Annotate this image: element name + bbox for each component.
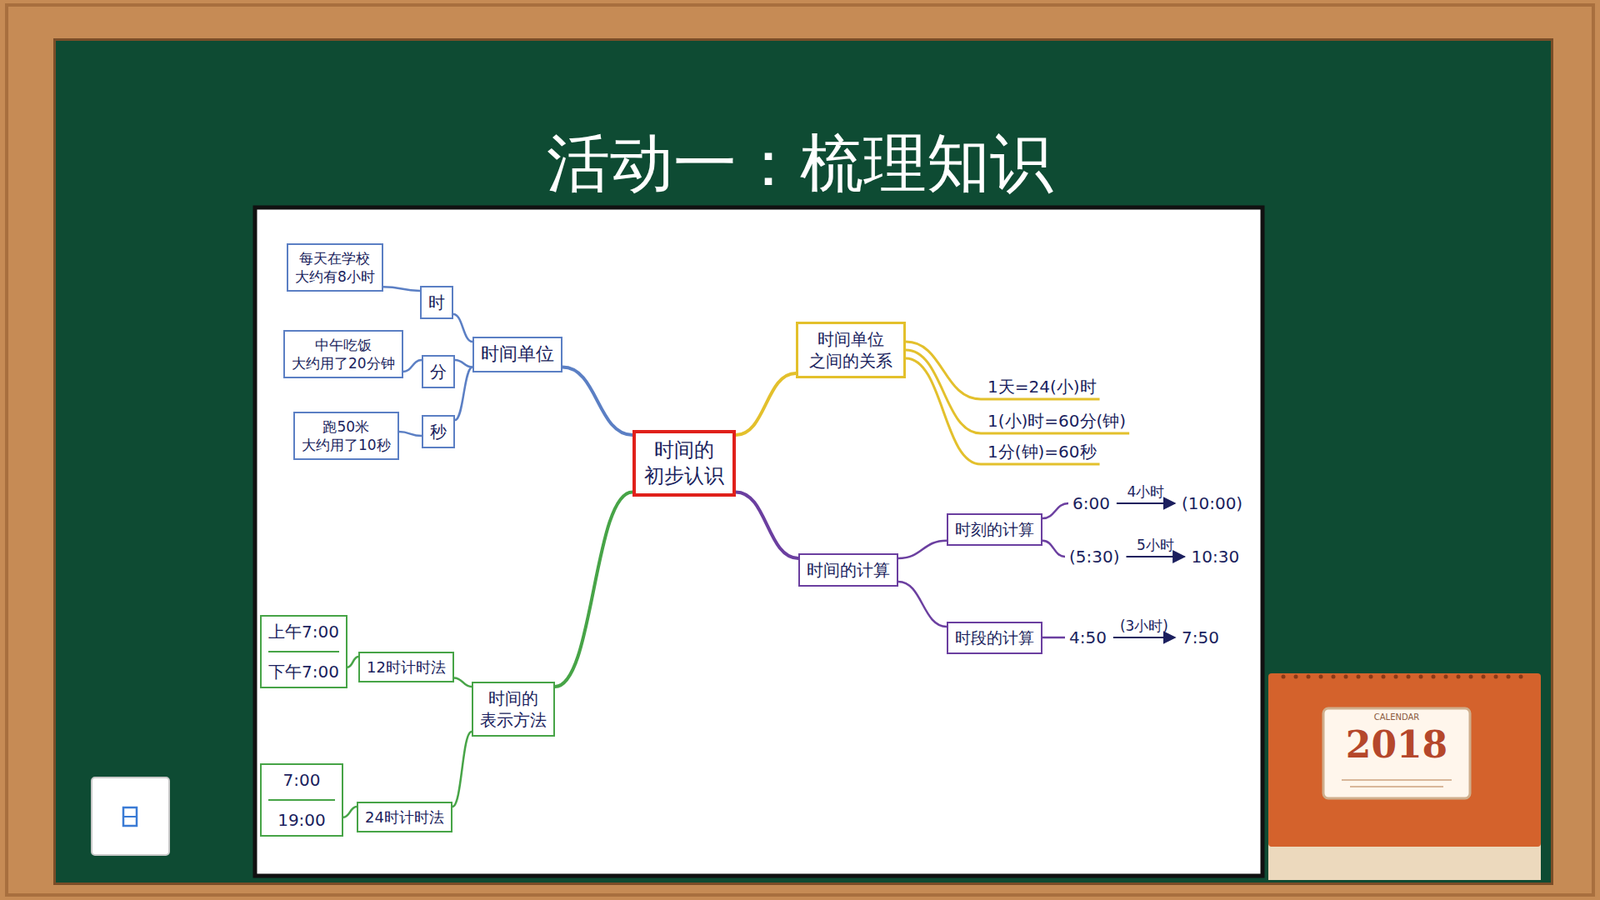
branch-connector: [735, 373, 796, 435]
calendar-word: CALENDAR: [1374, 712, 1420, 723]
calendar-card-rule: [1341, 779, 1452, 781]
time-value: 6:00: [1072, 493, 1110, 514]
calendar-rings: [1281, 675, 1524, 680]
example-box: 上午7:00 下午7:00: [260, 615, 348, 689]
duration-label: 4小时: [1127, 483, 1165, 500]
node-text: 中午吃饭 大约用了20分钟: [291, 335, 395, 373]
branch-connector: [403, 360, 422, 372]
calendar-card: [1323, 708, 1470, 799]
node-text: 7:00: [268, 769, 335, 791]
central-topic: 时间的 初步认识: [632, 430, 736, 497]
sub-branch-box: 时段的计算: [946, 621, 1043, 655]
node-text: 12时计时法: [366, 657, 446, 677]
node-text: 时段的计算: [955, 627, 1035, 649]
node-text: 时间的 初步认识: [642, 437, 726, 490]
node-text: 时刻的计算: [955, 519, 1035, 540]
leader-line: [1042, 636, 1065, 640]
branch-connector: [454, 677, 472, 687]
unit-box: 分: [421, 355, 455, 389]
branch-box: 时间的计算: [798, 553, 899, 587]
node-text: 秒: [430, 420, 447, 443]
media-button: [91, 777, 170, 855]
time-arrow: [1116, 502, 1175, 505]
branch-connector: [455, 367, 473, 420]
leader-group: [905, 341, 1185, 638]
branch-connector: [343, 806, 357, 818]
time-value: 10:30: [1191, 546, 1240, 567]
duration-label: 5小时: [1136, 536, 1175, 554]
duration-label: (3小时): [1120, 617, 1169, 635]
relation-text: 1分(钟)=60秒: [987, 441, 1097, 462]
leader-line: [905, 341, 981, 400]
underline: [980, 398, 1100, 401]
node-text: 时间的计算: [806, 559, 890, 581]
node-text: 下午7:00: [268, 650, 340, 683]
unit-box: 秒: [421, 415, 455, 449]
relation-text: 1天=24(小)时: [987, 376, 1097, 397]
leader-line: [1042, 503, 1069, 519]
time-value: 7:50: [1181, 627, 1220, 648]
example-box: 跑50米 大约用了10秒: [293, 411, 400, 460]
leader-line: [905, 358, 981, 465]
node-text: 19:00: [268, 799, 335, 831]
slide-title: 活动一：梳理知识: [0, 125, 1600, 201]
calendar-base: [1268, 843, 1541, 880]
leader-line: [1042, 540, 1065, 557]
node-text: 每天在学校 大约有8小时: [295, 249, 375, 286]
branch-box: 时间的 表示方法: [471, 681, 555, 737]
branch-connector: [455, 360, 473, 368]
time-arrow: [1113, 636, 1175, 639]
example-box: 每天在学校 大约有8小时: [286, 243, 384, 292]
mindmap-panel: [255, 207, 1263, 876]
branch-box: 时间单位: [472, 336, 563, 373]
unit-box: 时: [420, 285, 454, 320]
sub-branch-box: 时刻的计算: [946, 513, 1043, 546]
node-text: 时间单位: [480, 342, 555, 367]
node-text: 分: [430, 360, 447, 383]
branch-connector: [347, 656, 359, 668]
branch-connector: [898, 581, 947, 627]
film-icon: [123, 807, 137, 826]
sub-branch-box: 12时计时法: [358, 651, 455, 683]
relation-text: 1(小)时=60分(钟): [987, 410, 1126, 431]
branch-box: 时间单位 之间的关系: [795, 321, 906, 379]
branch-connector: [898, 540, 947, 559]
node-text: 上午7:00: [268, 620, 340, 643]
branch-connector: [452, 731, 472, 807]
time-value: (10:00): [1181, 493, 1243, 514]
time-arrow: [1126, 555, 1185, 558]
leader-line: [905, 350, 981, 434]
node-text: 时间单位 之间的关系: [805, 328, 897, 372]
branch-connector: [562, 367, 633, 435]
branch-connector: [383, 286, 420, 291]
underline: [980, 463, 1100, 466]
film-icon-line: [123, 815, 137, 818]
calendar-body: [1268, 673, 1541, 847]
node-text: 跑50米 大约用了10秒: [301, 417, 391, 455]
sub-branch-box: 24时计时法: [356, 801, 453, 833]
underline: [980, 432, 1130, 435]
branch-connector: [453, 314, 473, 342]
example-box: 7:00 19:00: [260, 763, 344, 837]
branch-connector: [735, 491, 799, 559]
node-text: 时: [428, 291, 445, 314]
time-value: (5:30): [1069, 546, 1120, 567]
node-text: 时间的 表示方法: [480, 687, 547, 731]
branch-connector: [555, 491, 633, 687]
calendar-card-rule: [1350, 785, 1444, 788]
calendar-year: 2018: [1345, 723, 1448, 768]
node-text: 24时计时法: [365, 807, 445, 827]
branch-connector: [399, 431, 422, 436]
time-value: 4:50: [1069, 627, 1107, 648]
example-box: 中午吃饭 大约用了20分钟: [283, 330, 404, 379]
connector-group: [343, 286, 947, 818]
